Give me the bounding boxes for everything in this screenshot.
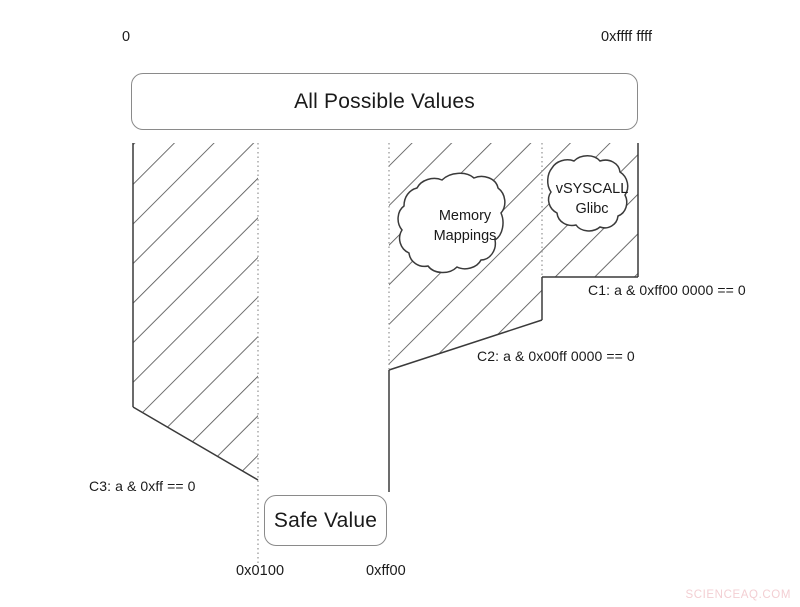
watermark: SCIENCEAQ.COM [685,589,791,601]
left-region-diagonal-edge [132,406,259,481]
range-label-max: 0xffff ffff [601,29,653,45]
bottom-label-0x0100: 0x0100 [236,563,285,579]
cloud-label-vsyscall-glibc: vSYSCALL Glibc [551,180,633,219]
all-possible-values-label: All Possible Values [294,89,475,113]
condition-label-c2: C2: a & 0x00ff 0000 == 0 [477,348,635,364]
bottom-label-0xff00: 0xff00 [366,563,406,579]
left-hatched-region [132,143,259,481]
cloud-label-memory-mappings: Memory Mappings [420,207,510,246]
condition-label-c3: C3: a & 0xff == 0 [89,478,196,494]
range-label-min: 0 [122,29,131,45]
safe-value-label: Safe Value [273,508,378,532]
cloud-label-vsyscall-glibc-line1: vSYSCALL [555,181,629,197]
condition-label-c1: C1: a & 0xff00 0000 == 0 [588,282,746,298]
cloud-label-memory-mappings-line1: Memory [438,208,492,224]
cloud-label-memory-mappings-line2: Mappings [433,227,497,244]
c2-diagonal-edge [388,319,543,371]
cloud-vsyscall-glibc [547,155,629,232]
all-possible-values-box: All Possible Values [131,73,638,130]
cloud-label-vsyscall-glibc-line2: Glibc [575,200,609,217]
safe-value-box: Safe Value [264,495,387,546]
cloud-memory-mappings [397,172,506,274]
